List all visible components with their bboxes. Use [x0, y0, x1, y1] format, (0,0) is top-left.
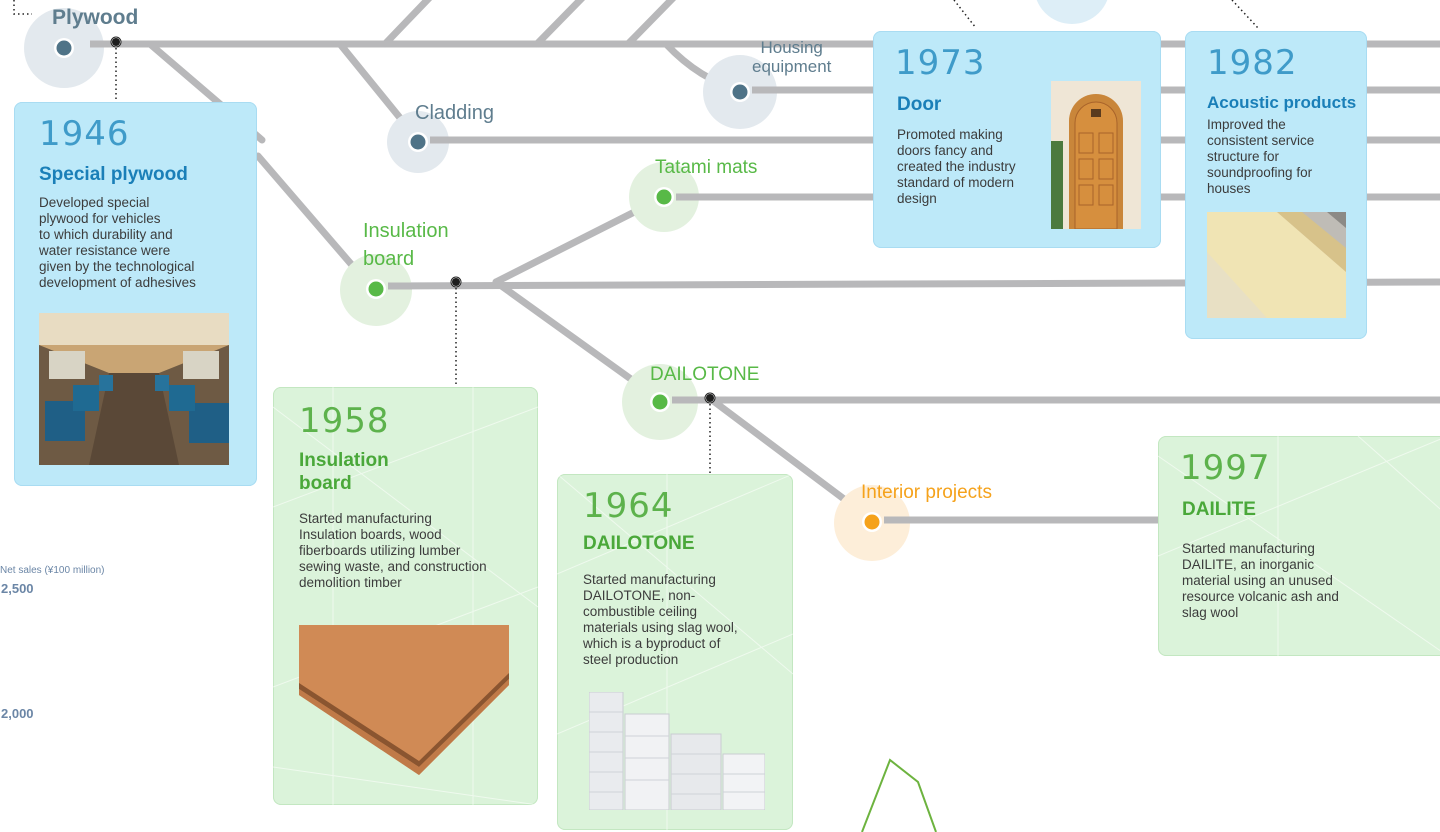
milestone-year: 1946 — [39, 114, 130, 154]
line-label-housing-equipment: Housing equipment — [752, 38, 832, 76]
branch-diagonal — [624, 0, 677, 48]
line-label-interior-projects: Interior projects — [861, 482, 992, 503]
plywood-node — [56, 40, 72, 56]
line-label-insulation-board: Insulation board — [363, 220, 449, 270]
interior-projects-node — [864, 514, 880, 530]
branch-diagonal — [533, 0, 586, 48]
milestone-year: 1997 — [1180, 448, 1271, 488]
milestone-title: Special plywood — [39, 164, 188, 185]
door-image — [1051, 81, 1141, 229]
insulation-board-node — [368, 281, 384, 297]
line-label-dailotone: DAILOTONE — [650, 364, 760, 385]
nodes — [54, 38, 882, 532]
tatami-node — [656, 189, 672, 205]
milestone-title: Door — [897, 94, 942, 115]
dailotone-node — [652, 394, 668, 410]
net-sales-line — [861, 758, 937, 832]
insulation-board-image — [299, 625, 509, 775]
line-label-tatami-mats: Tatami mats — [655, 157, 758, 178]
milestone-title: DAILITE — [1182, 499, 1256, 520]
axis-tick-label: 2,500 — [1, 581, 34, 596]
milestone-year: 1964 — [583, 486, 674, 526]
acoustic-panel-image — [1207, 212, 1346, 318]
connectors — [13, 0, 1259, 474]
housing-equipment-node — [732, 84, 748, 100]
ceiling-tiles-image — [589, 692, 765, 810]
axis-tick-label: 2,000 — [1, 706, 34, 721]
cladding-node — [410, 134, 426, 150]
milestone-title: DAILOTONE — [583, 533, 695, 554]
branch-diagonal — [381, 0, 433, 48]
train-interior-image — [39, 313, 229, 465]
milestone-year: 1982 — [1207, 43, 1298, 83]
line-label-cladding: Cladding — [415, 102, 494, 124]
line-label-plywood: Plywood — [52, 6, 139, 29]
milestone-year: 1973 — [895, 43, 986, 83]
milestone-year: 1958 — [299, 401, 390, 441]
net-sales-axis-label: Net sales (¥100 million) — [0, 565, 105, 576]
milestone-title: Acoustic products — [1207, 93, 1357, 112]
